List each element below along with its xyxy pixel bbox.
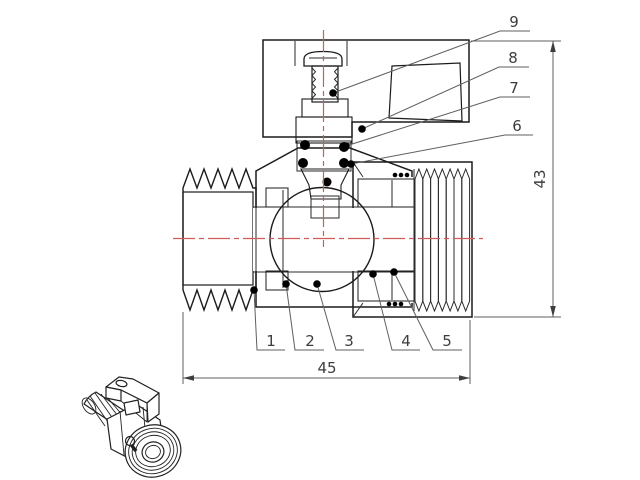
thumb-stem-collar: [123, 399, 141, 416]
callout-label: 3: [344, 332, 354, 350]
callout-2: 2: [282, 280, 324, 351]
arrow-down-icon: [550, 306, 556, 317]
seal-coil-top: [392, 172, 410, 178]
ball-seat-left: [265, 187, 289, 291]
arrow-right-icon: [459, 375, 470, 381]
centerlines: [173, 30, 483, 247]
stem-orings: [298, 140, 349, 168]
seal-coil-bottom: [386, 301, 404, 307]
male-thread-profile: [182, 166, 257, 313]
female-thread: [414, 167, 471, 313]
handle-hole: [388, 62, 463, 122]
callout-4: 4: [369, 270, 420, 351]
screw-recess-walls: [294, 41, 348, 66]
stem-base: [300, 168, 350, 200]
width-extension-lines: [182, 312, 471, 384]
ball: [269, 186, 375, 293]
dimension-height: 43: [471, 40, 561, 318]
ball-slot: [310, 195, 340, 219]
width-dimension-label: 45: [317, 359, 336, 377]
thumb-nut-face: [124, 424, 182, 478]
callout-3: 3: [313, 280, 364, 351]
flow-bore: [253, 208, 414, 271]
callout-9: 9: [329, 13, 530, 97]
handle-section: [262, 39, 470, 138]
valve-3d-view-illustration: [81, 376, 182, 478]
thumb-drain-screw: [124, 435, 138, 452]
callout-8: 8: [358, 49, 529, 133]
thumb-handle: [105, 376, 160, 423]
callout-5: 5: [390, 268, 462, 351]
callout-1: 1: [250, 286, 285, 351]
female-thread-zone: [414, 169, 469, 311]
callout-label: 6: [512, 117, 522, 135]
valve-body: [255, 147, 413, 308]
screw-recess: [295, 41, 347, 66]
handle: [262, 39, 470, 138]
male-thread-end: [182, 166, 257, 313]
callouts: 1 2 3 4 5: [250, 13, 533, 351]
arrow-up-icon: [550, 41, 556, 52]
callout-label: 1: [266, 332, 276, 350]
body-section: [255, 147, 413, 308]
thumb-handle-hole: [115, 379, 128, 388]
callout-label: 4: [401, 332, 411, 350]
stem-seal-dot: [322, 177, 332, 187]
arrow-left-icon: [183, 375, 194, 381]
height-extension-lines: [471, 40, 561, 318]
main-section-view: 45 43 1 2 3: [173, 13, 561, 384]
callout-label: 7: [509, 79, 519, 97]
callout-7: 7: [342, 79, 530, 150]
callout-label: 8: [508, 49, 518, 67]
callout-label: 5: [442, 332, 452, 350]
callout-label: 2: [305, 332, 315, 350]
callout-6: 6: [347, 117, 533, 168]
height-dimension-label: 43: [531, 169, 549, 188]
dimension-width: 45: [182, 312, 471, 384]
stem-thread-left: [311, 67, 317, 99]
callout-label: 9: [509, 13, 519, 31]
